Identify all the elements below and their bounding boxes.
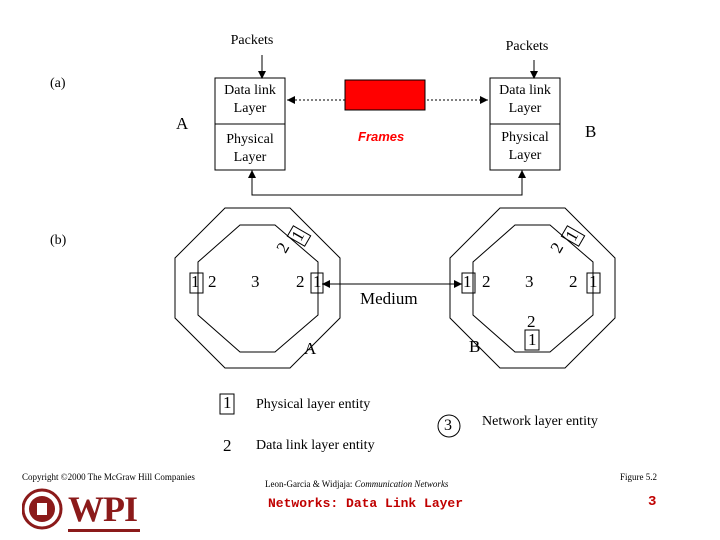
- node-a-right-1: 1: [313, 272, 322, 291]
- node-b-top-entity-box-1: [560, 225, 586, 247]
- dll-left: Data link Layer: [215, 82, 285, 118]
- frames-label: Frames: [358, 129, 405, 144]
- phys-left-line1: Physical: [226, 132, 274, 147]
- node-a-label-bottom: A: [304, 339, 317, 358]
- medium-arrow-right: [454, 280, 462, 288]
- node-a-entity-box-1: [189, 272, 204, 294]
- legend-symbol-1: 1: [223, 393, 232, 412]
- node-a-center-3: 3: [251, 272, 260, 291]
- node-b-bottom-entity-box-1: [524, 329, 540, 351]
- node-b-bottom-2: 2: [527, 312, 536, 331]
- legend-symbol-2: 2: [223, 436, 232, 455]
- frame-box: [344, 79, 426, 111]
- node-a-label-top: A: [176, 114, 189, 133]
- node-b-label-bottom: B: [469, 337, 481, 356]
- node-b-entity-box-1: [461, 272, 476, 294]
- physical-link: [251, 170, 523, 196]
- node-b-inner-octagon: [472, 224, 594, 353]
- copyright: Copyright ©2000 The McGraw Hill Companie…: [22, 472, 195, 482]
- node-b-right-entity-box-1: [586, 272, 601, 294]
- phys-right-line1: Physical: [501, 130, 549, 145]
- node-a-outer-octagon: [174, 207, 341, 369]
- node-b-left-2: 2: [482, 272, 491, 291]
- node-b-label-top: B: [585, 122, 597, 141]
- node-b-right-1: 1: [589, 272, 598, 291]
- node-a-left-2: 2: [208, 272, 217, 291]
- peer-arrow-left: [287, 96, 295, 104]
- dll-left-line2: Layer: [233, 101, 267, 116]
- peer-arrow-right: [480, 96, 488, 104]
- dll-right-line1: Data link: [499, 83, 551, 98]
- course-title: Networks: Data Link Layer: [268, 496, 464, 511]
- dll-right: Data link Layer: [490, 82, 560, 118]
- phys-left-line2: Layer: [233, 150, 267, 165]
- citation-authors: Leon-Garcia & Widjaja:: [265, 479, 353, 489]
- phys-arrow-left: [248, 170, 256, 178]
- figure-number: Figure 5.2: [620, 472, 657, 482]
- wpi-seal-icon: [22, 488, 63, 530]
- page-number: 3: [648, 494, 657, 510]
- node-b-bottom-1: 1: [528, 330, 537, 349]
- legend-circle-3: [437, 414, 461, 438]
- phys-right-line2: Layer: [508, 148, 542, 163]
- node-a-top-entity-box-1: [286, 225, 312, 247]
- node-b-outer-octagon: [449, 207, 616, 369]
- legend-label-1: Physical layer entity: [256, 397, 371, 412]
- dll-right-line2: Layer: [508, 101, 542, 116]
- phys-left: Physical Layer: [215, 131, 285, 167]
- wpi-logo-text: WPI: [68, 489, 138, 529]
- node-a-right-entity-box-1: [310, 272, 324, 294]
- citation-title: Communication Networks: [354, 479, 449, 489]
- legend-label-3: Network layer entity: [482, 414, 598, 429]
- node-b-center-3: 3: [525, 272, 534, 291]
- wpi-logo: WPI: [22, 484, 142, 534]
- node-a-left-1: 1: [191, 272, 200, 291]
- phys-right: Physical Layer: [490, 129, 560, 165]
- medium-label: Medium: [360, 289, 418, 308]
- legend-symbol-3: 3: [444, 417, 452, 434]
- dll-left-line1: Data link: [224, 83, 276, 98]
- node-a-right-2: 2: [296, 272, 305, 291]
- node-b-right-2: 2: [569, 272, 578, 291]
- legend-label-2: Data link layer entity: [256, 438, 375, 453]
- part-a-label: (a): [50, 76, 66, 91]
- packets-label-left: Packets: [230, 33, 274, 48]
- medium-arrow-left: [322, 280, 330, 288]
- part-b-label: (b): [50, 233, 67, 248]
- packets-label-right: Packets: [505, 39, 549, 54]
- legend-box-1: [219, 393, 235, 415]
- phys-arrow-right: [518, 170, 526, 178]
- wpi-logo-underline: [68, 529, 140, 532]
- citation: Leon-Garcia & Widjaja: Communication Net…: [265, 479, 448, 489]
- node-b-left-1: 1: [463, 272, 472, 291]
